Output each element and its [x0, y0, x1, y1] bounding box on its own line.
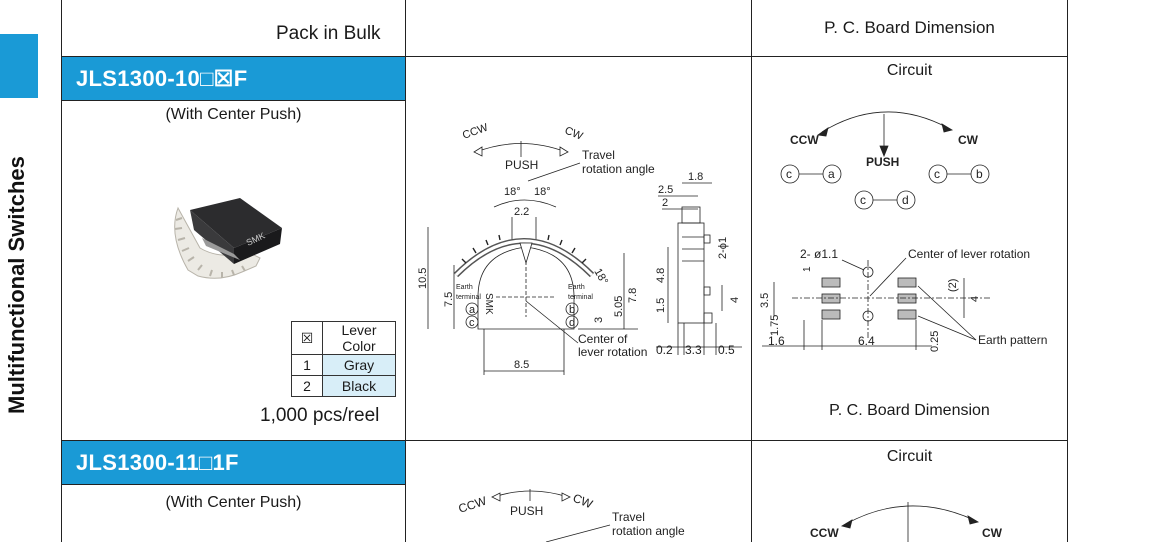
dim-0-2: 0.2 — [656, 343, 673, 357]
pcb-dim-2-paren: (2) — [947, 279, 959, 292]
circuit-ccw-2: CCW — [810, 526, 839, 540]
legend-row-num: 1 — [291, 354, 323, 376]
product-photo-switch: SMK — [174, 198, 282, 279]
product-subtitle: (With Center Push) — [165, 106, 302, 123]
rotation-angle-label-2: rotation angle — [612, 524, 685, 538]
dim-4-8: 4.8 — [655, 268, 667, 283]
push-label-2: PUSH — [510, 504, 543, 518]
cw-label-2: CW — [571, 491, 595, 512]
dim-4: 4 — [729, 297, 741, 303]
pcb-dimension-title: P. C. Board Dimension — [829, 402, 990, 419]
dim-7-5: 7.5 — [443, 292, 455, 307]
circuit-node-b: b — [976, 167, 983, 181]
dim-5-05: 5.05 — [613, 296, 625, 317]
pin-d: d — [569, 317, 575, 329]
dim-3-3: 3.3 — [685, 343, 702, 357]
table-row-divider-2 — [61, 440, 1068, 441]
rotation-angle-label: rotation angle — [582, 162, 655, 176]
pin-a: a — [469, 304, 476, 316]
table-border-right — [1067, 0, 1068, 542]
dim-7-8: 7.8 — [627, 288, 639, 303]
pack-in-bulk-header: Pack in Bulk — [276, 23, 381, 44]
pcb-earth-pattern: Earth pattern — [978, 333, 1047, 347]
circuit-diagram-2: CCW CW — [810, 502, 1003, 542]
travel-label-2: Travel — [612, 510, 645, 524]
angle-18-right: 18° — [534, 186, 551, 198]
cw-label: CW — [563, 125, 585, 143]
table-border-col2 — [751, 0, 752, 542]
lever-color-legend: ☒ Lever Color 1 Gray 2 Black — [291, 321, 396, 397]
model-bar-divider-2 — [61, 484, 406, 485]
dimension-drawing: CCW CW PUSH Travel rotation angle 18° 18… — [417, 121, 742, 375]
dim-0-5: 0.5 — [718, 343, 735, 357]
earth-terminal-right: Earth — [568, 284, 585, 291]
pcb-dim-0-25: 0.25 — [929, 331, 941, 352]
circuit-ccw: CCW — [790, 133, 819, 147]
svg-text:SMK: SMK — [483, 293, 494, 315]
pin-b: b — [569, 304, 575, 316]
svg-text:terminal: terminal — [456, 294, 481, 301]
pcb-dimension-header: P. C. Board Dimension — [824, 18, 995, 37]
pcb-center-label: Center of lever rotation — [908, 247, 1030, 261]
pcb-dim-1: 1 — [802, 266, 813, 272]
legend-header-label: Lever Color — [322, 321, 396, 355]
dim-2-2: 2.2 — [514, 206, 529, 218]
legend-row-value: Gray — [322, 354, 396, 376]
center-label-2: lever rotation — [578, 345, 647, 359]
table-row-divider-1 — [61, 56, 1068, 57]
pcb-dim-3-5: 3.5 — [759, 293, 771, 308]
legend-row-num: 2 — [291, 375, 323, 397]
pin-c: c — [469, 317, 475, 329]
dim-1-8: 1.8 — [688, 171, 703, 183]
dim-10-5: 10.5 — [417, 268, 429, 289]
circuit-cw: CW — [958, 133, 979, 147]
quantity-per-reel: 1,000 pcs/reel — [260, 405, 380, 426]
dimension-drawing-2: CCW CW PUSH Travel rotation angle — [457, 489, 685, 542]
model-title-jls1300-11: JLS1300-11□1F — [62, 441, 405, 484]
dim-3: 3 — [593, 317, 605, 323]
center-label-1: Center of — [578, 332, 628, 346]
legend-row-value: Black — [322, 375, 396, 397]
circuit-title: Circuit — [886, 62, 933, 79]
ccw-label: CCW — [461, 121, 490, 141]
model-title-jls1300-10: JLS1300-10□☒F — [62, 57, 405, 100]
table-border-left — [61, 0, 62, 542]
circuit-node-a: a — [828, 167, 835, 181]
circuit-node-c1: c — [786, 167, 792, 181]
circuit-node-c2: c — [934, 167, 940, 181]
dim-1-5: 1.5 — [655, 298, 667, 313]
push-label: PUSH — [505, 158, 538, 172]
circuit-push: PUSH — [866, 155, 899, 169]
dim-2: 2 — [662, 197, 668, 209]
dim-2-5: 2.5 — [658, 184, 673, 196]
sidebar-title-text: Multifunctional Switches — [4, 156, 29, 414]
circuit-node-d: d — [902, 193, 909, 207]
pcb-dim-1-75: 1.75 — [769, 315, 781, 336]
circuit-node-c3: c — [860, 193, 866, 207]
dim-8-5: 8.5 — [514, 359, 529, 371]
pcb-dim-6-4: 6.4 — [858, 334, 875, 348]
model-bar-divider-1 — [61, 100, 406, 101]
travel-label: Travel — [582, 148, 615, 162]
ccw-label-2: CCW — [457, 493, 489, 515]
circuit-and-pcb-diagram: CCW CW PUSH c a c b c d 2- ø1.1 Center o… — [759, 111, 1047, 352]
pcb-dim-4: 4 — [969, 296, 981, 302]
earth-terminal-left: Earth — [456, 284, 473, 291]
table-border-col1 — [405, 0, 406, 542]
dim-2-phi1: 2-ϕ1 — [717, 237, 729, 259]
pcb-dim-1-6: 1.6 — [768, 334, 785, 348]
legend-header-symbol: ☒ — [291, 321, 323, 355]
product-subtitle-2: (With Center Push) — [165, 494, 302, 511]
circuit-cw-2: CW — [982, 526, 1003, 540]
pcb-holes: 2- ø1.1 — [800, 247, 838, 261]
section-tab-marker — [0, 34, 38, 98]
angle-18-left: 18° — [504, 186, 521, 198]
svg-text:terminal: terminal — [568, 294, 593, 301]
circuit-title-2: Circuit — [886, 448, 933, 465]
angle-18-side: 18° — [591, 267, 610, 287]
